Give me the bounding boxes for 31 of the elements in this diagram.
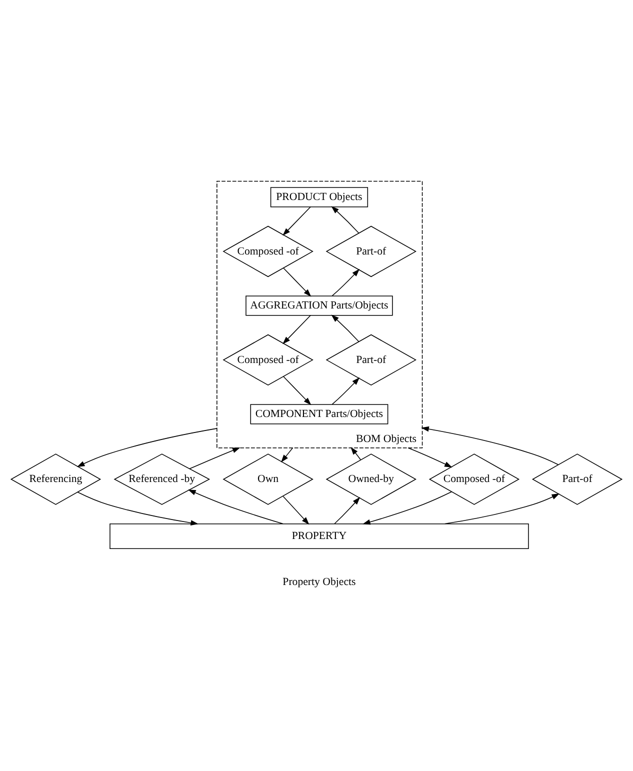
- node-box: PROPERTY: [110, 523, 529, 550]
- arrow: [362, 491, 452, 525]
- arrow: [283, 376, 312, 406]
- arrow: [283, 268, 312, 297]
- node-label: Property Objects: [282, 576, 356, 588]
- arrow: [421, 426, 559, 465]
- arrow: [281, 448, 294, 462]
- arrow: [350, 446, 361, 460]
- arrow: [444, 493, 560, 524]
- arrow: [188, 490, 284, 524]
- arrow: [332, 268, 360, 296]
- arrow: [334, 497, 360, 524]
- node-box: AGGREGATION Parts/Objects: [246, 296, 393, 316]
- node-diamond: Composed -of: [222, 226, 314, 278]
- arrow: [76, 428, 218, 468]
- node-box: COMPONENT Parts/Objects: [250, 404, 388, 424]
- node-diamond: Referenced -by: [114, 454, 210, 505]
- node-box: PRODUCT Objects: [270, 187, 368, 208]
- arrow: [282, 206, 311, 236]
- arrow: [332, 377, 360, 405]
- arrow: [282, 496, 310, 525]
- node-diamond: Composed -of: [222, 334, 314, 386]
- node-diamond: Referencing: [10, 454, 102, 505]
- arrow: [408, 448, 452, 468]
- node-diamond: Composed -of: [428, 454, 520, 505]
- node-diamond: Part-of: [532, 454, 623, 505]
- arrow: [331, 206, 360, 234]
- arrow: [282, 315, 311, 344]
- arrow: [331, 314, 360, 342]
- arrow: [77, 492, 198, 526]
- arrow: [189, 447, 240, 470]
